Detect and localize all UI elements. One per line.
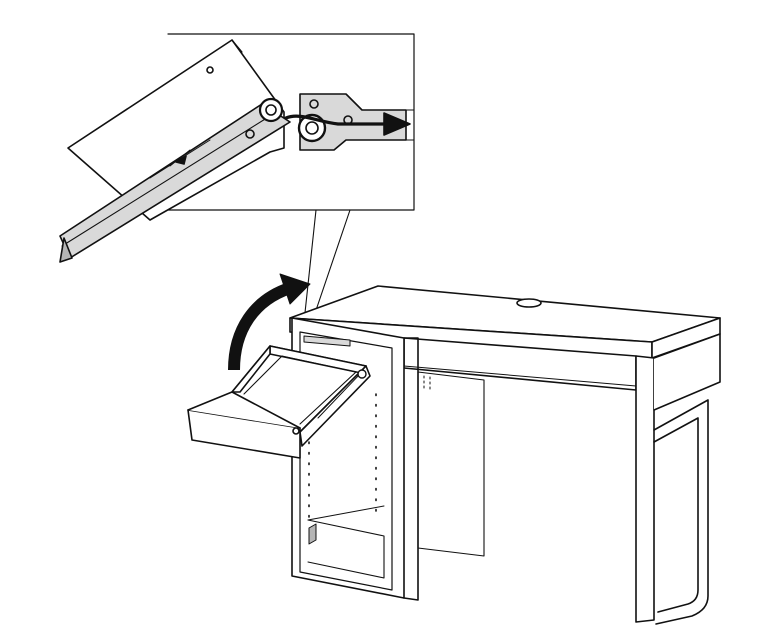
cabinet-inner-back: [307, 519, 385, 579]
cable-hole: [516, 298, 542, 308]
drawer: [187, 345, 371, 459]
slide-direction-arrow-icon: [284, 112, 411, 136]
wheel-icon: [357, 369, 367, 379]
desk-right-leg: [635, 355, 655, 623]
callout-leader-left: [303, 209, 317, 323]
desk-leg-frame: [653, 399, 709, 625]
screw-hole-icon: [206, 66, 214, 74]
wheel-icon: [245, 97, 284, 139]
screw-hole-icon: [292, 427, 300, 435]
hinge-hardware: [308, 523, 317, 545]
detail-callout: [59, 33, 415, 323]
callout-leader-right: [311, 209, 351, 323]
callout-frame: [167, 33, 415, 211]
desk: [289, 285, 721, 625]
drawer-side: [299, 365, 371, 447]
insert-arrow-icon: [228, 273, 311, 371]
drawer-front: [187, 409, 301, 459]
